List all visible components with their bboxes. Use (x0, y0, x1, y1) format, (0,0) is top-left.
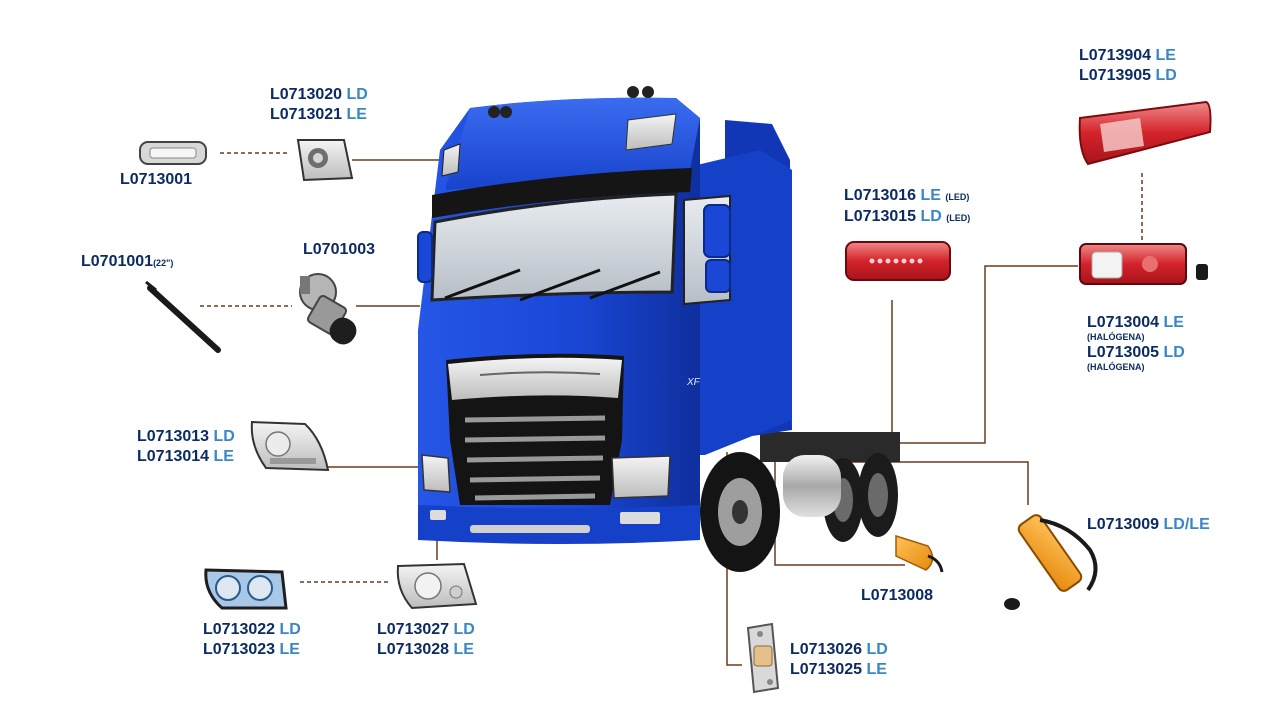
side-tag: LD (213, 428, 235, 445)
side-tag: LD (920, 208, 942, 225)
part-code: L0713005 (1087, 344, 1160, 361)
part-code: L0713021 (270, 106, 343, 123)
fog-lamp-icon (396, 562, 478, 610)
label-interior-lamp: L0713001 (120, 170, 192, 190)
part-code: L0713028 (377, 641, 450, 658)
headlamp-icon (250, 420, 330, 472)
side-tag: LD (346, 86, 368, 103)
part-code: L0713014 (137, 448, 210, 465)
type-note: (LED) (945, 192, 970, 202)
label-headlamp: L0713013 LD L0713014 LE (137, 427, 235, 467)
led-tail-lamp-icon (845, 241, 951, 281)
side-marker-icon (895, 534, 944, 573)
xf-badge: XF (686, 377, 701, 388)
side-tag: LE (1163, 314, 1184, 331)
label-fog-lamp: L0713027 LD L0713028 LE (377, 620, 475, 660)
part-code: L0713905 (1079, 67, 1152, 84)
label-halogen-tail: L0713004 LE (HALÓGENA) L0713005 LD (HALÓ… (1087, 313, 1185, 373)
part-code: L0713027 (377, 621, 450, 638)
label-step-lamp: L0713026 LD L0713025 LE (790, 640, 888, 680)
side-tag: LE (279, 641, 300, 658)
part-code: L0701001 (81, 253, 154, 270)
side-tag: LE (866, 661, 887, 678)
interior-lamp-icon (139, 141, 207, 165)
part-code: L0713009 (1087, 516, 1160, 533)
part-code: L0713026 (790, 641, 863, 658)
part-code: L0713020 (270, 86, 343, 103)
type-note: (HALÓGENA) (1087, 362, 1145, 372)
side-tag: LD (1155, 67, 1177, 84)
side-tag: LE (346, 106, 367, 123)
part-code: L0701003 (303, 241, 376, 258)
side-tag: LE (213, 448, 234, 465)
side-tag: LE (1155, 47, 1176, 64)
part-code: L0713013 (137, 428, 210, 445)
step-lamp-icon (746, 622, 780, 694)
label-main-headlamp: L0713022 LD L0713023 LE (203, 620, 301, 660)
halogen-tail-lamp-icon (1079, 243, 1208, 285)
corner-lamp-icon (296, 139, 354, 182)
main-headlamp-icon (204, 568, 288, 610)
type-note: (LED) (946, 213, 971, 223)
part-code: L0713001 (120, 171, 193, 188)
tail-lens-icon (1078, 100, 1212, 166)
part-code: L0713004 (1087, 314, 1160, 331)
label-corner-lamp: L0713020 LD L0713021 LE (270, 85, 368, 125)
size-note: (22") (153, 258, 174, 268)
part-code: L0713025 (790, 661, 863, 678)
side-tag: LD (866, 641, 888, 658)
part-code: L0713016 (844, 187, 917, 204)
part-code: L0713904 (1079, 47, 1152, 64)
wiper-blade-icon (145, 280, 221, 353)
part-code: L0713008 (861, 587, 934, 604)
side-tag: LD/LE (1163, 516, 1210, 533)
marker-lamp-icon (1004, 514, 1098, 610)
part-code: L0713015 (844, 208, 917, 225)
label-wiper-blade: L0701001(22") (81, 252, 173, 273)
side-tag: LE (920, 187, 941, 204)
truck-cab: XF (417, 86, 900, 572)
side-tag: LD (1163, 344, 1185, 361)
label-wiper-motor: L0701003 (303, 240, 375, 260)
side-tag: LD (453, 621, 475, 638)
label-marker-lamp: L0713009 LD/LE (1087, 515, 1210, 535)
label-led-tail: L0713016 LE (LED) L0713015 LD (LED) (844, 186, 970, 228)
label-tail-lens: L0713904 LE L0713905 LD (1079, 46, 1177, 86)
label-side-marker: L0713008 (861, 586, 933, 606)
part-code: L0713022 (203, 621, 276, 638)
type-note: (HALÓGENA) (1087, 332, 1145, 342)
side-tag: LE (453, 641, 474, 658)
side-tag: LD (279, 621, 301, 638)
part-code: L0713023 (203, 641, 276, 658)
wiper-motor-icon (299, 273, 357, 345)
